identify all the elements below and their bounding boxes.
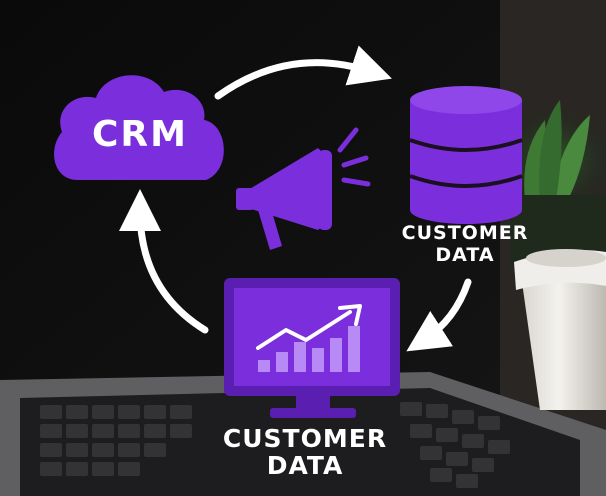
plant — [495, 100, 606, 265]
cloud-icon — [54, 75, 224, 180]
arrow-monitor-to-crm — [119, 189, 209, 334]
laptop-base — [0, 372, 606, 496]
arrow-crm-to-database — [214, 45, 392, 100]
database-label-line2: DATA — [435, 244, 495, 266]
megaphone-icon — [236, 127, 371, 250]
monitor-label-line2: DATA — [266, 451, 344, 480]
database-label-line1: CUSTOMER — [401, 222, 529, 244]
coffee-cup — [514, 249, 606, 410]
monitor-label-line1: CUSTOMER — [222, 424, 388, 453]
trend-line — [256, 304, 362, 350]
chart-bar-3 — [294, 342, 306, 372]
database-icon — [409, 86, 523, 224]
crm-label: CRM — [92, 114, 188, 155]
cycle-arrows — [119, 45, 472, 352]
chart-bar-5 — [330, 338, 342, 372]
chart-bar-2 — [276, 352, 288, 372]
chart-bar-6 — [348, 326, 360, 372]
trend-up-icon — [258, 326, 360, 372]
chart-bar-1 — [258, 360, 270, 372]
chart-bar-4 — [312, 348, 324, 372]
arrow-database-to-monitor — [406, 278, 472, 352]
